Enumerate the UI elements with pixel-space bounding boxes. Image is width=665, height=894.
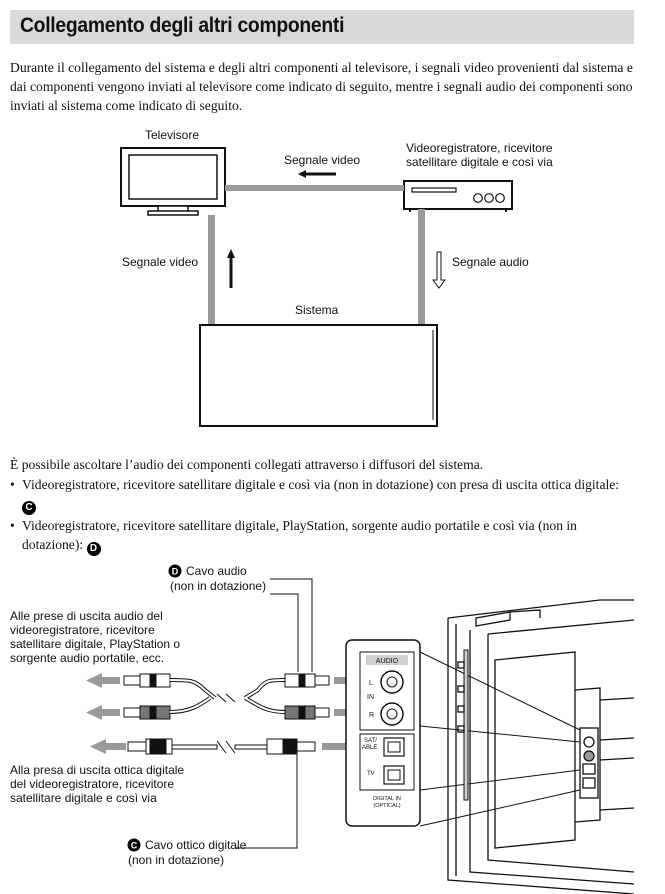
optical-out-label1: Alla presa di uscita ottica digitale xyxy=(10,763,184,777)
leader-audio-1 xyxy=(270,578,313,672)
leader-optical xyxy=(235,752,298,849)
system-unit-illustration xyxy=(447,599,635,894)
cable-audio-label1: Cavo audio xyxy=(186,564,247,578)
audio-cable-vertical xyxy=(418,209,425,325)
leader-audio-2 xyxy=(270,593,299,672)
optical-out-label3: satellitare digitale e così via xyxy=(10,791,157,805)
panel-r-label: R xyxy=(369,712,374,719)
panel-sat-label1: SAT/ xyxy=(364,738,377,744)
bullet-list: • Videoregistratore, ricevitore satellit… xyxy=(10,475,635,557)
optical-out-label2: del videoregistratore, ricevitore xyxy=(10,777,174,791)
audio-out-label4: sorgente audio portatile, ecc. xyxy=(10,651,164,665)
vcr-illustration xyxy=(403,180,513,212)
zoom-lines xyxy=(419,651,581,827)
paragraph-listen-audio: È possibile ascoltare l’audio dei compon… xyxy=(10,457,484,472)
badge-c-diagram: C xyxy=(131,841,138,851)
cable-optical-label1: Cavo ottico digitale xyxy=(145,838,247,852)
audio-out-label1: Alle prese di uscita audio del xyxy=(10,609,163,623)
vcr-label-line1: Videoregistratore, ricevitore xyxy=(406,141,553,155)
rear-panel xyxy=(345,639,421,827)
intro-paragraph: Durante il collegamento del sistema e de… xyxy=(10,60,633,113)
title-bar: Collegamento degli altri componenti xyxy=(10,10,634,44)
bullet-marker: • xyxy=(10,477,15,492)
panel-in-label: IN xyxy=(367,694,374,701)
video-cable-horizontal xyxy=(225,185,404,191)
audio-out-label3: satellitare digitale, PlayStation o xyxy=(10,637,180,651)
video-cable-vertical xyxy=(208,215,215,325)
bullet-text-optical: Videoregistratore, ricevitore satellitar… xyxy=(22,477,620,492)
system-illustration xyxy=(199,324,438,427)
panel-l-label: L xyxy=(369,680,373,687)
cable-optical-label2: (non in dotazione) xyxy=(128,853,224,867)
bullet-text-analog: Videoregistratore, ricevitore satellitar… xyxy=(22,518,577,552)
left-arrows xyxy=(86,673,126,754)
connection-diagram: D Cavo audio (non in dotazione) Alle pre… xyxy=(10,564,635,894)
left-rca-plugs xyxy=(123,673,171,720)
signal-video-top-label: Segnale video xyxy=(284,153,360,167)
badge-d-circle xyxy=(168,564,182,578)
signal-flow-diagram: Televisore Videoregistratore, ricevitore… xyxy=(120,128,553,427)
list-item: • Videoregistratore, ricevitore satellit… xyxy=(10,516,635,556)
right-rca-plugs xyxy=(284,673,330,720)
panel-sat-label2: ABLE xyxy=(362,745,377,751)
panel-audio-label: AUDIO xyxy=(376,658,399,665)
audio-down-arrow xyxy=(432,251,446,289)
list-item: • Videoregistratore, ricevitore satellit… xyxy=(10,475,635,515)
audio-out-label2: videoregistratore, ricevitore xyxy=(10,623,155,637)
badge-d: D xyxy=(86,542,101,556)
system-label: Sistema xyxy=(295,303,339,317)
cable-break-optical xyxy=(216,740,236,754)
signal-video-left-label: Segnale video xyxy=(122,255,198,269)
badge-c: C xyxy=(22,501,36,515)
cable-break-audio xyxy=(216,693,236,703)
badge-d-diagram: D xyxy=(172,567,179,577)
tv-illustration xyxy=(120,147,226,216)
bullet-marker: • xyxy=(10,518,15,533)
signal-audio-label: Segnale audio xyxy=(452,255,529,269)
right-optical-plug xyxy=(266,738,316,755)
left-optical-plug xyxy=(127,738,173,755)
vcr-label-line2: satellitare digitale e così via xyxy=(406,155,553,169)
cable-audio-label2: (non in dotazione) xyxy=(170,579,266,593)
panel-digital-label1: DIGITAL IN xyxy=(373,796,401,802)
page-title: Collegamento degli altri componenti xyxy=(20,14,345,37)
optical-cable-left xyxy=(171,744,218,750)
audio-cable-right xyxy=(243,678,286,714)
badge-c-circle xyxy=(127,838,141,852)
panel-digital-label2: (OPTICAL) xyxy=(373,803,400,809)
optical-cable-right xyxy=(234,744,268,750)
panel-tv-label: TV xyxy=(367,771,375,777)
tv-label: Televisore xyxy=(145,128,199,142)
